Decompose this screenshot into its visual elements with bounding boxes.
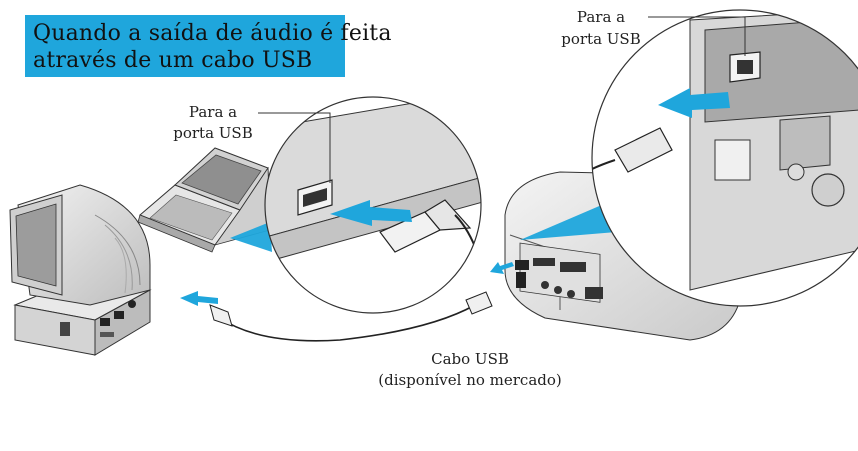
computer-monitor-icon <box>9 184 152 356</box>
projector-port-label-line-2: porta USB <box>561 30 641 48</box>
cable-label-line-2: (disponível no mercado) <box>378 371 562 389</box>
title-line-2: através de um cabo USB <box>33 48 313 73</box>
leader-lines <box>258 16 746 183</box>
projector-usb-zoom <box>591 9 858 307</box>
title-line-1: Quando a saída de áudio é feita <box>33 21 392 46</box>
cable-label-line-1: Cabo USB <box>431 350 509 368</box>
title-banner <box>25 15 345 77</box>
pc-port-label-line-1: Para a <box>188 103 238 121</box>
laptop-usb-zoom <box>264 96 482 314</box>
laptop-icon <box>137 147 271 253</box>
projector-port-label-line-1: Para a <box>576 8 626 26</box>
arrow-icon <box>180 88 730 306</box>
callout-beam-left <box>230 222 272 252</box>
usb-cable-icon <box>209 291 493 342</box>
pc-port-label-line-2: porta USB <box>173 124 253 142</box>
